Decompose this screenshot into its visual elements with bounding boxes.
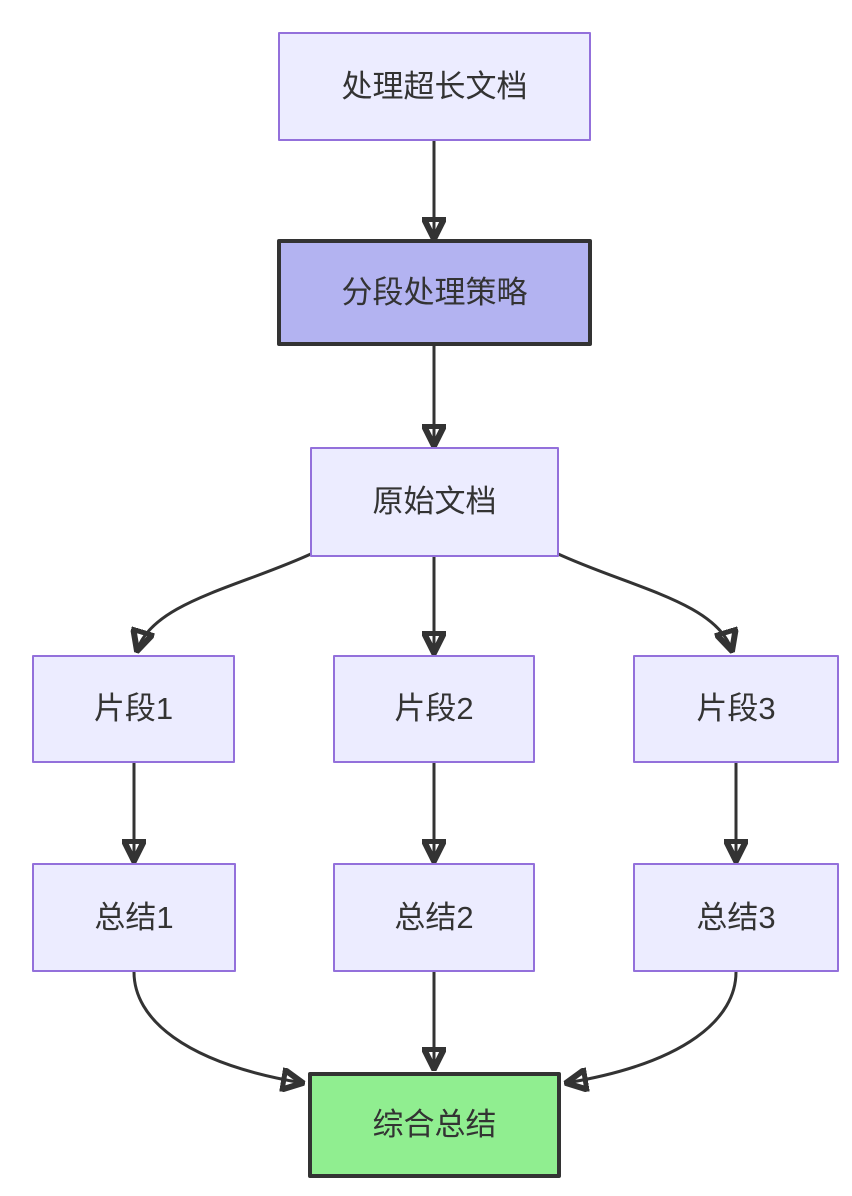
edge-summary-3-to-final xyxy=(566,971,738,1083)
node-final-summary-label: 综合总结 xyxy=(372,1107,497,1143)
node-process-long-doc-label: 处理超长文档 xyxy=(341,68,528,104)
node-final-summary: 综合总结 xyxy=(308,1072,561,1178)
node-summary-1: 总结1 xyxy=(32,863,236,972)
edge-summary-1-to-final xyxy=(132,971,303,1083)
node-summary-3: 总结3 xyxy=(633,863,839,972)
node-summary-1-label: 总结1 xyxy=(94,899,174,935)
node-summary-2: 总结2 xyxy=(333,863,535,972)
node-fragment-2-label: 片段2 xyxy=(394,691,474,727)
node-segmentation-strategy: 分段处理策略 xyxy=(277,239,592,346)
node-fragment-3-label: 片段3 xyxy=(696,691,776,727)
node-segmentation-strategy-label: 分段处理策略 xyxy=(341,274,528,310)
node-fragment-2: 片段2 xyxy=(333,655,535,763)
node-summary-3-label: 总结3 xyxy=(696,899,776,935)
edge-original-to-fragment-3 xyxy=(555,551,732,651)
node-fragment-3: 片段3 xyxy=(633,655,839,763)
node-original-doc-label: 原始文档 xyxy=(372,484,497,520)
node-summary-2-label: 总结2 xyxy=(394,899,474,935)
node-process-long-doc: 处理超长文档 xyxy=(278,32,591,141)
node-original-doc: 原始文档 xyxy=(310,447,559,557)
edge-original-to-fragment-1 xyxy=(137,551,314,651)
node-fragment-1-label: 片段1 xyxy=(93,691,174,727)
node-fragment-1: 片段1 xyxy=(32,655,235,763)
